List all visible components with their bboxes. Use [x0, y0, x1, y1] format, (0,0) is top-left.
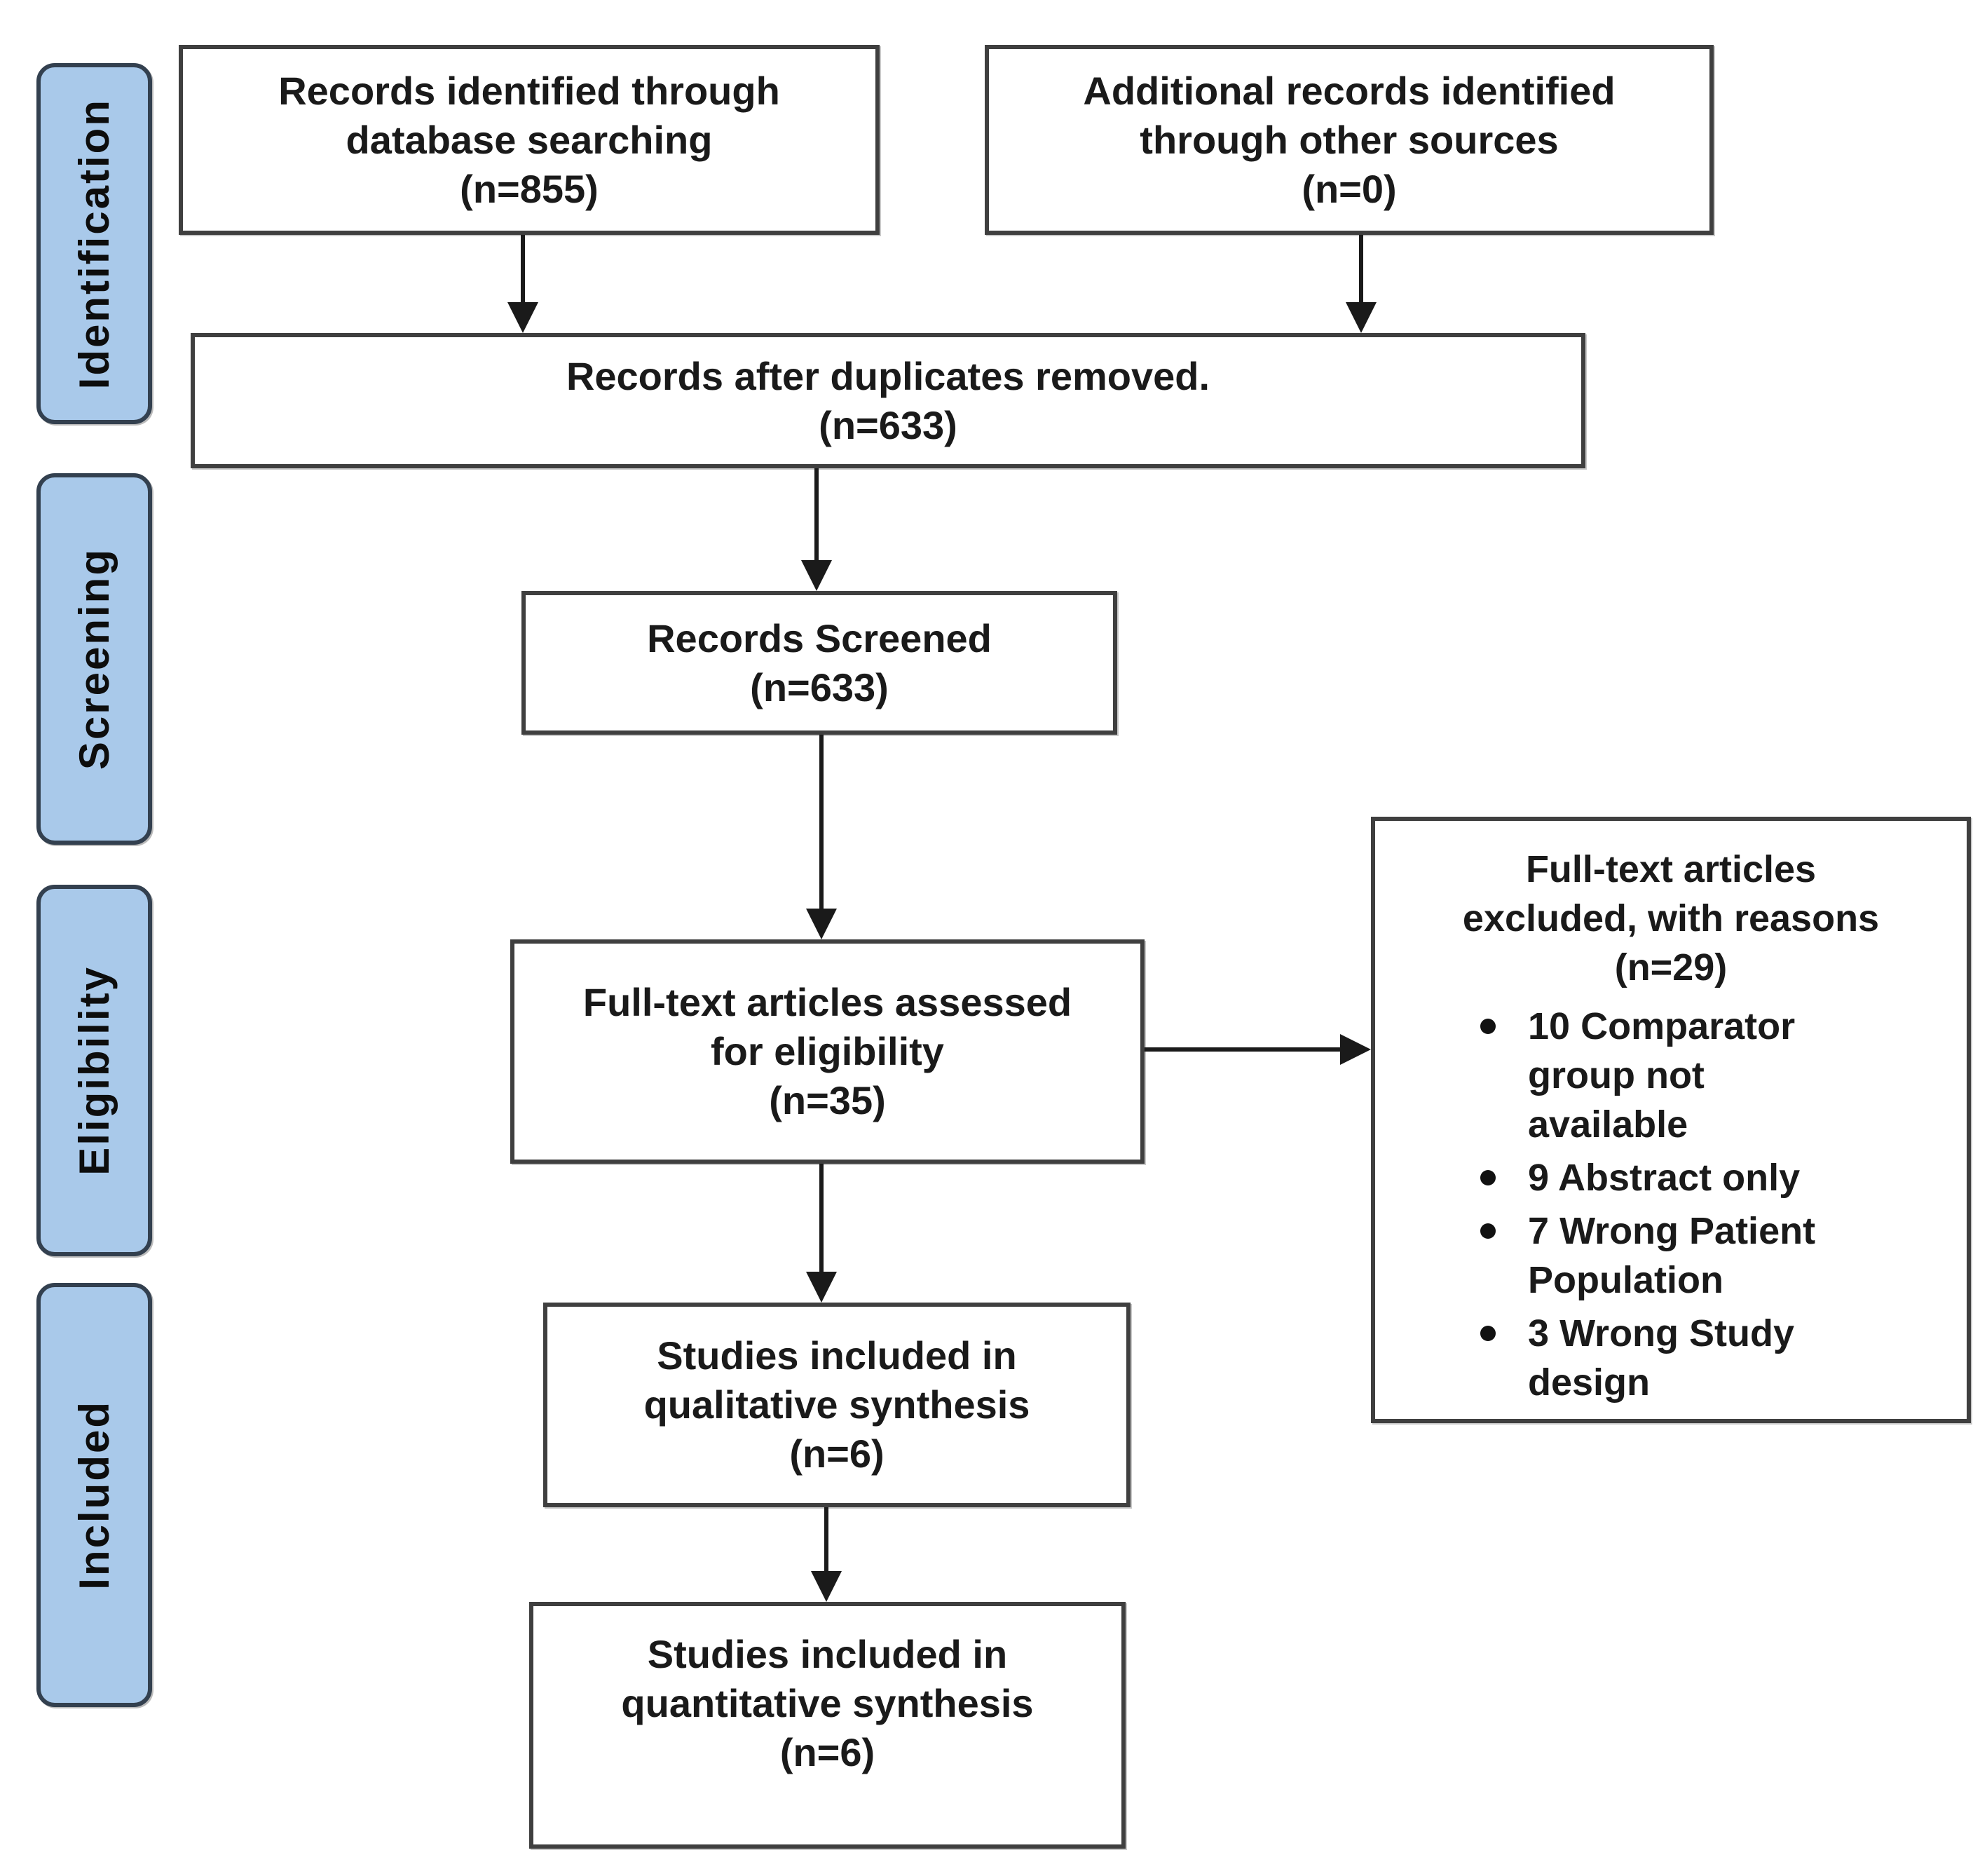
- stage-label-eligibility-text: Eligibility: [71, 965, 118, 1176]
- arrow-stem: [819, 1164, 824, 1273]
- flow-box-records-identified: Records identified through database sear…: [179, 45, 880, 235]
- arrow-head-icon: [1340, 1034, 1371, 1065]
- flow-box-line: Records Screened: [647, 616, 992, 660]
- excluded-reason-list: 10 Comparator group not available 9 Abst…: [1375, 1002, 1967, 1407]
- flow-box-line: Studies included in: [657, 1333, 1017, 1378]
- flow-box-line: Records after duplicates removed.: [566, 353, 1210, 398]
- flow-box-line: (n=633): [819, 402, 957, 447]
- stage-label-screening-text: Screening: [71, 548, 118, 770]
- stage-label-identification: Identification: [36, 63, 152, 424]
- arrow-stem: [824, 1507, 828, 1572]
- flow-box-line: qualitative synthesis: [643, 1382, 1030, 1427]
- excluded-reason-count: 3: [1528, 1312, 1550, 1354]
- excluded-header-line: (n=29): [1614, 946, 1728, 988]
- excluded-header-line: Full-text articles: [1525, 848, 1817, 890]
- flow-box-additional-records: Additional records identified through ot…: [985, 45, 1714, 235]
- arrow-head-icon: [806, 909, 837, 939]
- stage-label-eligibility: Eligibility: [36, 885, 152, 1256]
- excluded-reason-text: Wrong Study design: [1528, 1312, 1795, 1403]
- arrow-stem: [814, 468, 819, 562]
- flow-box-line: (n=35): [769, 1078, 886, 1122]
- flow-box-excluded-reasons: Full-text articles excluded, with reason…: [1371, 817, 1971, 1423]
- excluded-reason-item: 9 Abstract only: [1480, 1153, 1967, 1202]
- bullet-dot-icon: [1480, 1223, 1496, 1239]
- flow-box-line: Records identified through: [278, 68, 780, 113]
- flow-box-records-screened: Records Screened (n=633): [521, 591, 1117, 735]
- arrow-head-icon: [801, 560, 832, 591]
- flow-box-line: (n=0): [1302, 166, 1397, 211]
- excluded-reason-count: 9: [1528, 1157, 1550, 1199]
- arrow-head-icon: [811, 1571, 842, 1602]
- bullet-dot-icon: [1480, 1326, 1496, 1341]
- stage-label-included-text: Included: [71, 1400, 118, 1590]
- arrow-head-icon: [507, 302, 538, 333]
- bullet-dot-icon: [1480, 1019, 1496, 1034]
- flow-box-line: Studies included in: [647, 1632, 1008, 1676]
- excluded-reason-text: Wrong Patient Population: [1528, 1210, 1816, 1301]
- flow-box-line: database searching: [346, 117, 713, 162]
- flow-box-quantitative-synthesis: Studies included in quantitative synthes…: [529, 1602, 1126, 1849]
- arrow-stem: [521, 235, 525, 304]
- flow-box-line: (n=633): [750, 665, 889, 709]
- excluded-reason-item: 3 Wrong Study design: [1480, 1309, 1967, 1407]
- flow-box-fulltext-assessed: Full-text articles assessed for eligibil…: [510, 939, 1145, 1164]
- flow-box-line: quantitative synthesis: [621, 1681, 1034, 1725]
- excluded-reason-item: 7 Wrong Patient Population: [1480, 1207, 1967, 1305]
- arrow-stem: [819, 735, 824, 910]
- flow-box-after-duplicates: Records after duplicates removed. (n=633…: [191, 333, 1585, 468]
- arrow-stem: [1145, 1047, 1341, 1052]
- flow-box-line: Additional records identified: [1083, 68, 1616, 113]
- flow-box-line: (n=855): [460, 166, 599, 211]
- arrow-head-icon: [1346, 302, 1377, 333]
- arrow-head-icon: [806, 1272, 837, 1303]
- flow-box-line: Full-text articles assessed: [582, 980, 1072, 1024]
- stage-label-included: Included: [36, 1283, 152, 1707]
- flow-box-line: (n=6): [789, 1432, 885, 1476]
- excluded-reason-count: 10: [1528, 1005, 1571, 1047]
- stage-label-identification-text: Identification: [71, 97, 118, 390]
- flow-box-line: for eligibility: [711, 1029, 944, 1073]
- excluded-header-line: excluded, with reasons: [1462, 897, 1880, 939]
- excluded-reason-count: 7: [1528, 1210, 1550, 1252]
- excluded-reason-item: 10 Comparator group not available: [1480, 1002, 1967, 1149]
- flow-box-line: (n=6): [779, 1730, 875, 1774]
- arrow-stem: [1359, 235, 1363, 304]
- bullet-dot-icon: [1480, 1170, 1496, 1185]
- excluded-reason-text: Abstract only: [1558, 1157, 1801, 1199]
- excluded-reason-text: Comparator group not available: [1528, 1005, 1796, 1146]
- flow-box-line: through other sources: [1140, 117, 1559, 162]
- flow-box-qualitative-synthesis: Studies included in qualitative synthesi…: [543, 1303, 1131, 1507]
- stage-label-screening: Screening: [36, 473, 152, 845]
